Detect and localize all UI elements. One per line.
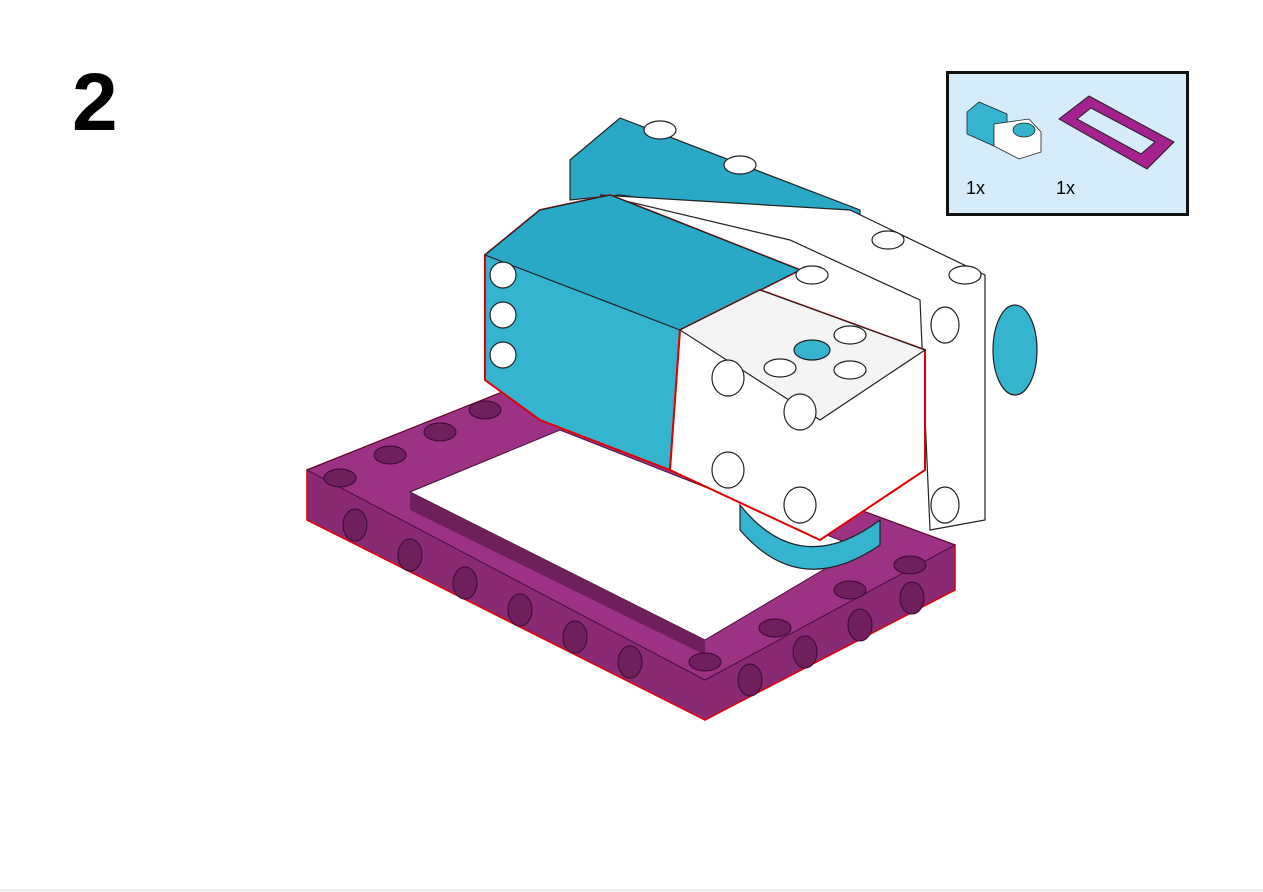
medium-motor xyxy=(483,117,1038,570)
medium-motor-part-icon xyxy=(966,101,1042,160)
parts-list-box: 1x 1x xyxy=(946,71,1189,216)
step-number: 2 xyxy=(72,57,118,148)
part-quantity: 1x xyxy=(1056,178,1076,198)
page-divider xyxy=(0,889,1263,892)
magenta-frame xyxy=(305,384,957,721)
part-quantity: 1x xyxy=(966,178,986,198)
frame-part-icon xyxy=(1058,95,1175,170)
parts-icons xyxy=(966,95,1175,170)
